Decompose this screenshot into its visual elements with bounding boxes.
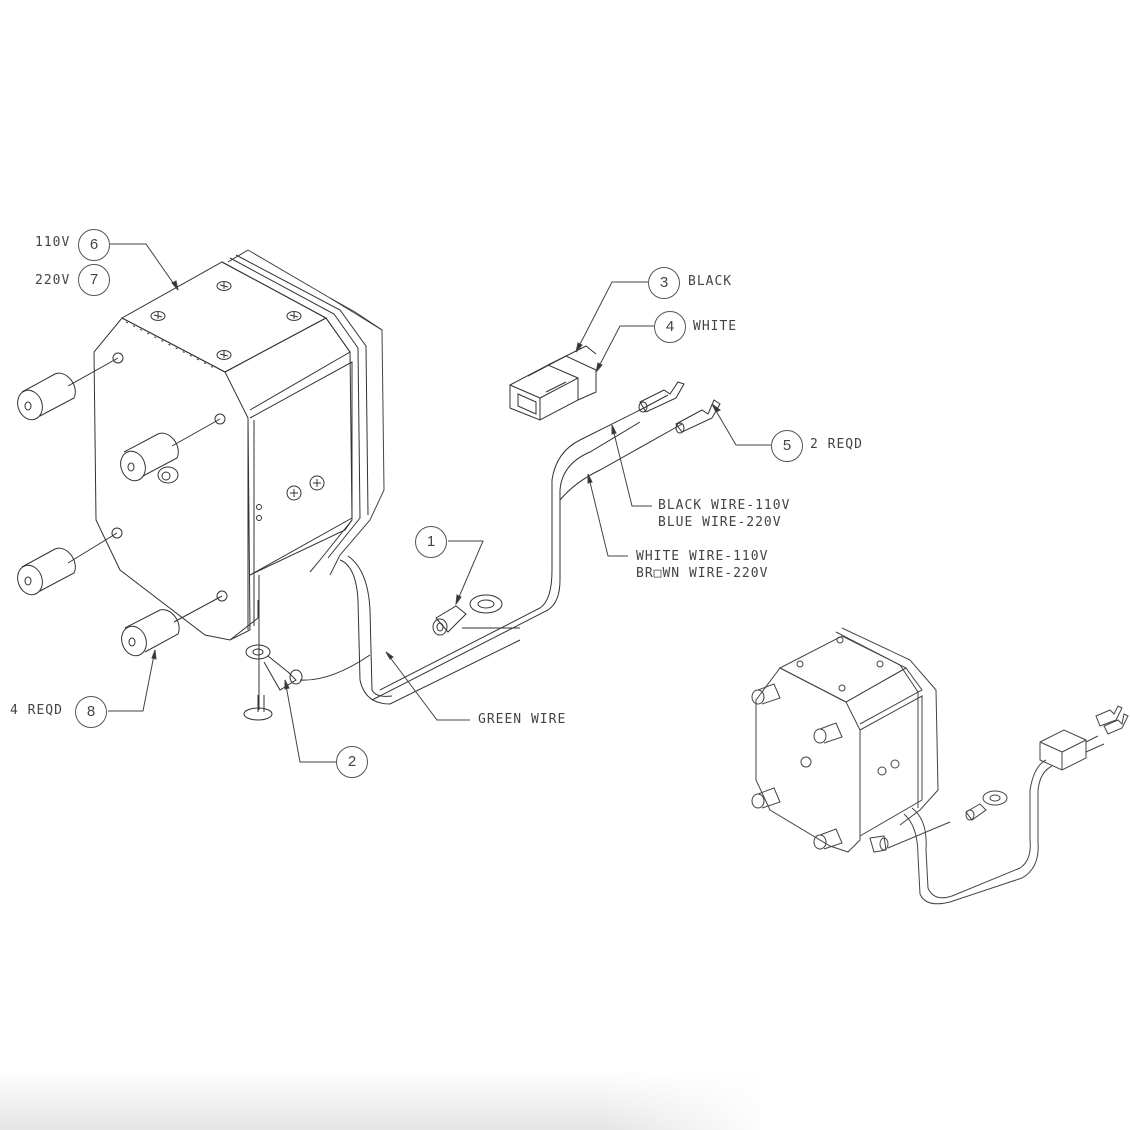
callout-balloon-6: 6 <box>78 229 110 261</box>
blue-wire-note: BLUE WIRE-220V <box>658 515 782 530</box>
screw-icon <box>150 281 302 360</box>
white-wire-note: WHITE WIRE-110V <box>636 549 769 564</box>
leader-lines <box>108 243 771 763</box>
bottom-shadow-fade <box>600 1070 780 1130</box>
callout-balloon-7: 7 <box>78 264 110 296</box>
side-screw-icon <box>256 475 325 521</box>
threaded-stud-icon <box>111 352 228 602</box>
callout-balloon-4: 4 <box>654 311 686 343</box>
spade-terminals <box>638 381 721 434</box>
voltage-label-110v: 110V <box>35 235 71 250</box>
callout-balloon-8: 8 <box>75 696 107 728</box>
callout-label-black: BLACK <box>688 274 733 289</box>
ring-terminal <box>432 594 503 636</box>
callout-label-8-qty: 4 REQD <box>10 703 63 718</box>
ground-terminal <box>243 575 371 721</box>
callout-label-5-qty: 2 REQD <box>810 437 863 452</box>
callout-label-white: WHITE <box>693 319 738 334</box>
wire-harness <box>339 394 683 705</box>
voltage-label-220v: 220V <box>35 273 71 288</box>
black-wire-note: BLACK WIRE-110V <box>658 498 791 513</box>
assembled-view <box>751 627 1129 905</box>
callout-balloon-2: 2 <box>336 746 368 778</box>
callout-balloon-5: 5 <box>771 430 803 462</box>
brown-wire-note: BR□WN WIRE-220V <box>636 566 769 581</box>
callout-balloon-3: 3 <box>648 267 680 299</box>
motor-housing <box>93 249 385 641</box>
green-wire-note: GREEN WIRE <box>478 712 567 727</box>
connector-housing <box>509 345 597 421</box>
callout-balloon-1: 1 <box>415 526 447 558</box>
standoff-spacers <box>17 357 223 657</box>
